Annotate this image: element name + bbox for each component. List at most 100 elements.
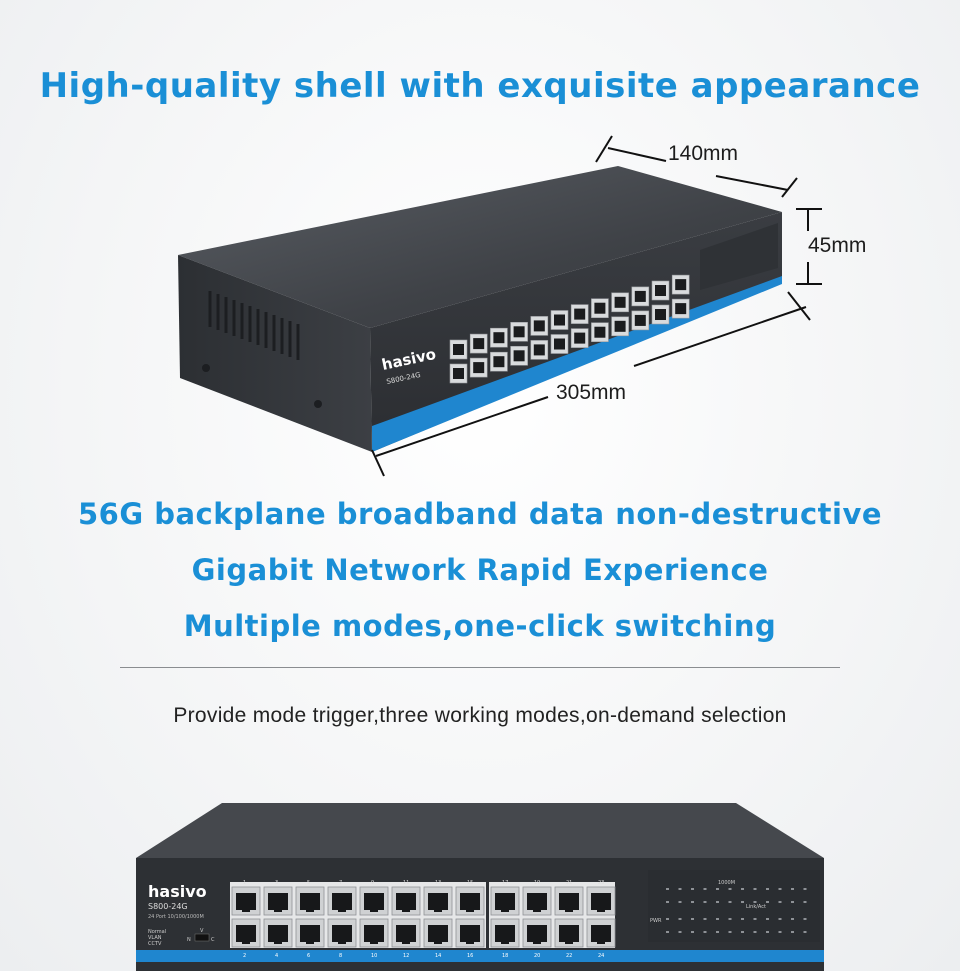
rj45-port [651, 280, 670, 301]
depth-dimension-label: 140mm [668, 142, 739, 165]
rj45-port [550, 310, 569, 330]
led-panel-2 [648, 870, 820, 942]
port-number-bottom: 14 [435, 953, 441, 959]
led-dot [803, 888, 807, 890]
led-dot [703, 918, 707, 920]
led-dot [716, 901, 719, 903]
rj45-port [611, 292, 629, 313]
led-dot [728, 888, 732, 890]
rj45-port [231, 886, 261, 916]
led-dot [666, 918, 669, 920]
led-dot [778, 931, 782, 933]
rj45-port [469, 333, 488, 354]
feature-backplane: 56G backplane broadband data non-destruc… [77, 497, 883, 531]
switch-label-c: C [211, 937, 215, 943]
led-dot [666, 931, 669, 933]
switch-label-n: N [187, 937, 191, 943]
port-number-top: 7 [339, 880, 342, 886]
led-dot [741, 918, 744, 920]
rj45-port [263, 918, 293, 948]
led-dot [691, 901, 694, 903]
rj45-port [530, 340, 549, 360]
rj45-port [522, 918, 552, 948]
led-dot [691, 931, 694, 933]
rj45-port [490, 327, 508, 348]
led-dot [678, 918, 682, 920]
rj45-port [611, 316, 629, 337]
rj45-port [591, 298, 609, 319]
port-group-frame [230, 882, 358, 948]
subtitle: Provide mode trigger,three working modes… [173, 704, 787, 727]
rj45-port [586, 886, 616, 916]
port-number-bottom: 8 [339, 953, 342, 959]
mode-normal: Normal [148, 929, 166, 935]
led-dot [666, 888, 669, 890]
port-number-bottom: 6 [307, 953, 310, 959]
divider [120, 667, 840, 668]
pwr-label: PWR [650, 918, 662, 924]
led-indicators [666, 888, 807, 933]
led-dot [728, 918, 732, 920]
rj45-port [449, 339, 468, 360]
model-label-2: S800-24G [148, 902, 188, 911]
port-number-bottom: 18 [502, 953, 508, 959]
port-number-bottom: 16 [467, 953, 473, 959]
port-number-bottom: 20 [534, 953, 540, 959]
width-dimension-label: 305mm [556, 381, 627, 404]
rj45-port [391, 886, 421, 916]
led-dot [728, 931, 732, 933]
rj45-port [570, 304, 589, 324]
rj45-port [359, 918, 389, 948]
led-dot [803, 918, 807, 920]
led-dot [703, 901, 707, 903]
led-dot [678, 888, 682, 890]
led-dot [728, 901, 732, 903]
led-dot [778, 918, 782, 920]
rj45-port [510, 322, 528, 342]
spec-label: 24 Port 10/100/1000M [148, 914, 204, 920]
led-dot [766, 918, 769, 920]
switch-perspective-image: hasivo S800-24G [178, 135, 822, 477]
led-dot [741, 888, 744, 890]
rj45-port [554, 886, 584, 916]
mode-switch [194, 933, 210, 942]
brand-logo-2: hasivo [148, 882, 207, 901]
rj45-port [490, 886, 520, 916]
front-chassis-face [136, 858, 824, 971]
led-dot [753, 901, 757, 903]
rj45-port [490, 351, 508, 372]
chassis-top [178, 166, 782, 328]
rj45-port [550, 334, 569, 354]
led-dot [803, 901, 807, 903]
led-dot [766, 931, 769, 933]
led-dot [791, 918, 794, 920]
port-group-frame [358, 882, 486, 948]
rj45-port [570, 328, 589, 348]
led-dot [766, 901, 769, 903]
rj45-port [651, 304, 670, 325]
port-number-top: 13 [435, 880, 441, 886]
port-number-top: 21 [566, 880, 572, 886]
port-group-frame [489, 882, 615, 948]
rj45-port [295, 886, 325, 916]
rj45-port [423, 886, 453, 916]
rj45-port [327, 886, 357, 916]
led-dot [716, 888, 719, 890]
rj45-port [455, 886, 485, 916]
port-number-top: 23 [598, 880, 604, 886]
headline: High-quality shell with exquisite appear… [39, 66, 921, 106]
led-dot [741, 901, 744, 903]
rj45-port [449, 363, 468, 384]
rj45-port [631, 286, 650, 307]
led-dot [778, 888, 782, 890]
led-dot [678, 931, 682, 933]
led-dot [766, 888, 769, 890]
led-dot [703, 931, 707, 933]
dimension-lines [371, 135, 822, 477]
led-dot [716, 931, 719, 933]
port-number-bottom: 2 [243, 953, 246, 959]
led-dot [703, 888, 707, 890]
rj45-port [510, 346, 528, 366]
port-number-bottom: 10 [371, 953, 377, 959]
